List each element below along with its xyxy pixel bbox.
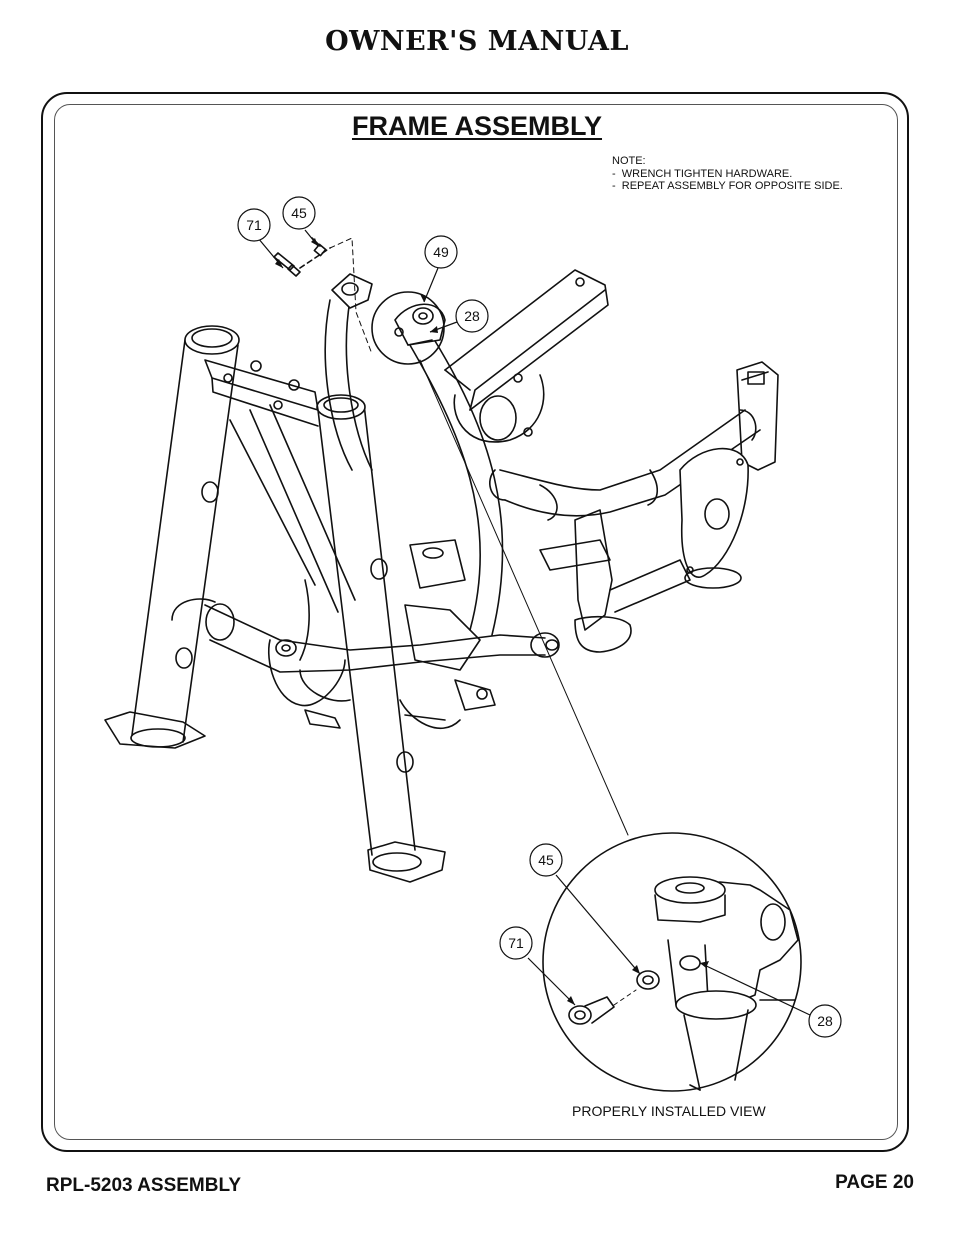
right-front-post xyxy=(316,394,446,883)
arrow-head xyxy=(430,326,438,333)
callout-45-detail: 45 xyxy=(529,843,563,877)
callout-28-main: 28 xyxy=(455,299,489,333)
arrow-head xyxy=(632,965,640,974)
lower-crossbars xyxy=(171,598,560,730)
callout-label: 45 xyxy=(291,205,307,221)
arrow-head xyxy=(700,961,709,968)
callout-28-detail: 28 xyxy=(808,1004,842,1038)
inner-border xyxy=(54,104,898,1140)
detail-view-circle xyxy=(542,832,802,1092)
rear-tube xyxy=(489,409,761,521)
curved-arm xyxy=(394,303,504,636)
detail-joint xyxy=(654,876,799,1091)
footer-model-assembly: RPL-5203 ASSEMBLY xyxy=(46,1175,241,1196)
note-item: - WRENCH TIGHTEN HARDWARE. xyxy=(612,167,793,180)
lower-center-frame xyxy=(409,509,691,653)
note-heading: NOTE: xyxy=(612,155,646,167)
top-crossbar xyxy=(204,359,319,427)
rear-bracket xyxy=(679,361,779,589)
arrow-head xyxy=(275,259,283,268)
upper-beam xyxy=(444,269,609,443)
callout-leader xyxy=(527,957,576,1006)
callout-leader xyxy=(555,874,641,975)
page-header-title: OWNER'S MANUAL xyxy=(325,26,629,57)
arrow-head xyxy=(567,996,575,1005)
callout-label: 71 xyxy=(508,935,524,951)
callout-71-main: 71 xyxy=(237,208,271,242)
callout-49-main: 49 xyxy=(424,235,458,269)
assembly-note: NOTE:- WRENCH TIGHTEN HARDWARE.- REPEAT … xyxy=(612,155,843,193)
outer-border xyxy=(41,92,909,1152)
arrow-head xyxy=(311,238,318,246)
callout-label: 45 xyxy=(538,852,554,868)
arrow-head xyxy=(420,294,427,302)
left-front-post xyxy=(104,325,240,749)
detail-hardware xyxy=(568,970,660,1025)
callout-label: 71 xyxy=(246,217,262,233)
zoom-indicator-circle xyxy=(371,291,445,365)
diagonal-braces xyxy=(229,404,356,613)
callout-71-detail: 71 xyxy=(499,926,533,960)
footer-page-number: PAGE 20 xyxy=(835,1172,914,1193)
swivel-arm xyxy=(324,273,373,471)
callout-leader xyxy=(699,962,811,1016)
callout-label: 49 xyxy=(433,244,449,260)
note-item: - REPEAT ASSEMBLY FOR OPPOSITE SIDE. xyxy=(612,180,843,192)
section-title: FRAME ASSEMBLY xyxy=(351,111,603,141)
cable xyxy=(299,579,310,661)
detail-caption: PROPERLY INSTALLED VIEW xyxy=(572,1103,766,1119)
callout-label: 28 xyxy=(817,1013,833,1029)
callout-label: 28 xyxy=(464,308,480,324)
callout-45-main: 45 xyxy=(282,196,316,230)
detail-leader-line xyxy=(419,359,629,836)
